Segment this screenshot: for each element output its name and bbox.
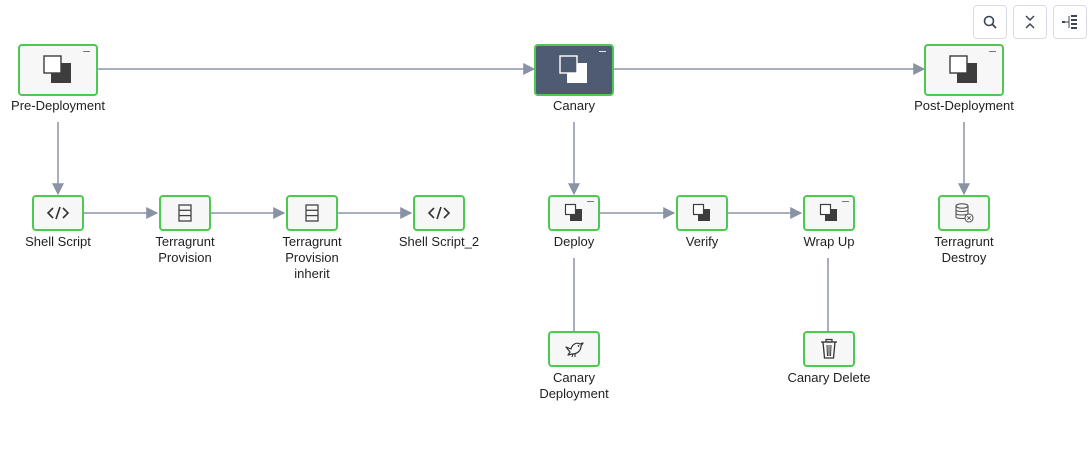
step-terragrunt-provision-inherit[interactable]	[286, 195, 338, 231]
step-label: Deploy	[553, 234, 595, 249]
search-button[interactable]	[973, 5, 1007, 39]
collapse-toggle[interactable]	[83, 51, 90, 52]
canary-bird-icon	[563, 339, 585, 359]
step-group-wrap-up[interactable]	[803, 195, 855, 231]
stage-label: Pre-Deployment	[11, 98, 105, 113]
stage-pre-deployment[interactable]	[18, 44, 98, 96]
step-label: Wrap Up	[803, 234, 855, 249]
step-canary-deployment[interactable]	[548, 331, 600, 367]
terragrunt-icon	[304, 204, 320, 222]
step-label: Terragrunt Destroy	[934, 234, 994, 265]
stage-post-deployment[interactable]	[924, 44, 1004, 96]
step-label: Shell Script_2	[398, 234, 480, 249]
step-canary-delete[interactable]	[803, 331, 855, 367]
collapse-toggle[interactable]	[989, 51, 996, 52]
step-group-icon	[692, 203, 712, 223]
collapse-all-button[interactable]	[1013, 5, 1047, 39]
step-shell-script[interactable]	[32, 195, 84, 231]
terragrunt-destroy-icon	[953, 202, 975, 224]
stage-group-icon	[558, 54, 590, 86]
code-icon	[46, 205, 70, 221]
code-icon	[427, 205, 451, 221]
stage-label: Canary	[553, 98, 595, 113]
step-label: Verify	[685, 234, 719, 249]
stage-label: Post-Deployment	[914, 98, 1014, 113]
step-terragrunt-provision[interactable]	[159, 195, 211, 231]
step-group-deploy[interactable]	[548, 195, 600, 231]
step-terragrunt-destroy[interactable]	[938, 195, 990, 231]
trash-icon	[819, 338, 839, 360]
search-icon	[982, 14, 998, 30]
collapse-all-icon	[1022, 14, 1038, 30]
step-label: Terragrunt Provision inherit	[282, 234, 342, 281]
stage-canary[interactable]	[534, 44, 614, 96]
step-label: Canary Deployment	[539, 370, 609, 401]
collapse-toggle[interactable]	[587, 201, 594, 202]
stage-group-icon	[42, 54, 74, 86]
tree-layout-icon	[1061, 14, 1079, 30]
collapse-toggle[interactable]	[842, 201, 849, 202]
terragrunt-icon	[177, 204, 193, 222]
step-shell-script-2[interactable]	[413, 195, 465, 231]
step-group-icon	[564, 203, 584, 223]
tree-layout-button[interactable]	[1053, 5, 1087, 39]
step-label: Shell Script	[25, 234, 91, 249]
collapse-toggle[interactable]	[599, 51, 606, 52]
step-label: Canary Delete	[787, 370, 871, 385]
step-label: Terragrunt Provision	[155, 234, 215, 265]
stage-group-icon	[948, 54, 980, 86]
step-group-icon	[819, 203, 839, 223]
step-group-verify[interactable]	[676, 195, 728, 231]
